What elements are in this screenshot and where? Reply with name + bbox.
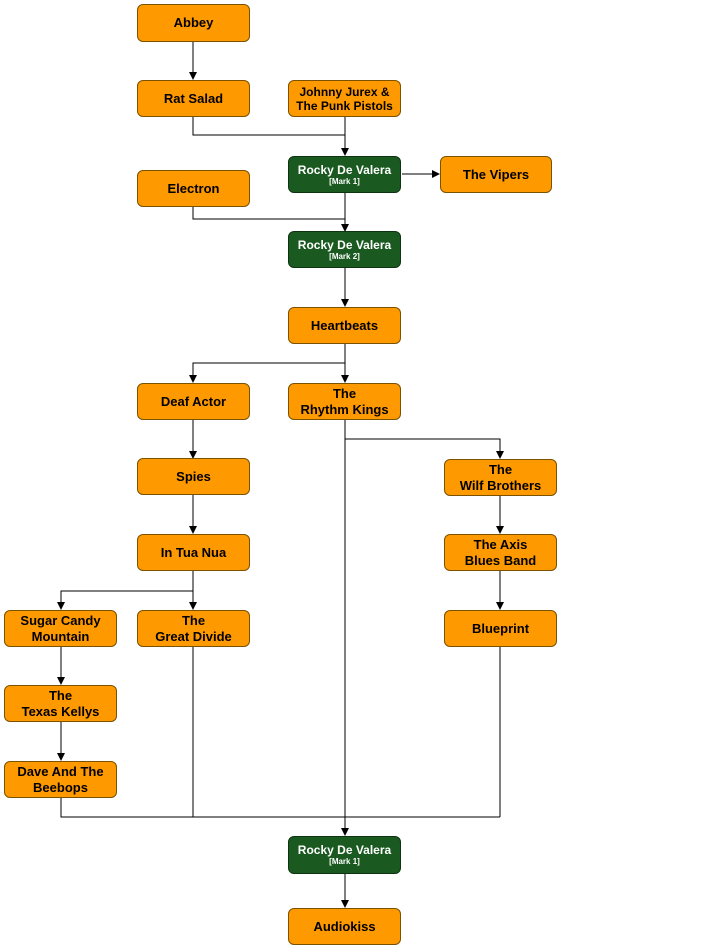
node-label: Rocky De Valera — [297, 162, 392, 177]
node-label: Rocky De Valera — [297, 843, 392, 857]
node-sublabel: [Mark 1] — [329, 176, 360, 186]
node-label-line1: The — [488, 461, 513, 477]
node-blueprint: Blueprint — [444, 610, 557, 647]
node-spies: Spies — [137, 458, 250, 495]
node-rhythm-kings: The Rhythm Kings — [288, 383, 401, 420]
node-texas-kellys: The Texas Kellys — [4, 685, 117, 722]
node-label-line2: Great Divide — [155, 628, 232, 644]
node-label-line2: Texas Kellys — [21, 703, 100, 719]
node-label: Electron — [167, 180, 220, 196]
node-audiokiss: Audiokiss — [288, 908, 401, 945]
node-label-line1: The Axis — [473, 536, 528, 552]
node-label-line1: Dave And The — [17, 763, 104, 779]
node-dave-and-the-beebops: Dave And The Beebops — [4, 761, 117, 798]
edge-in-tua-nua-sugar-candy — [57, 590, 193, 610]
node-label: Heartbeats — [310, 317, 379, 333]
edge-electron-rdv2 — [192, 207, 345, 220]
node-the-vipers: The Vipers — [440, 156, 552, 193]
node-label: Blueprint — [471, 620, 530, 636]
edge-rhythm-kings-wilf — [345, 438, 504, 459]
node-label-line2: Wilf Brothers — [459, 477, 542, 493]
node-axis-blues-band: The Axis Blues Band — [444, 534, 557, 571]
node-label-line1: The — [332, 385, 357, 401]
node-wilf-brothers: The Wilf Brothers — [444, 459, 557, 496]
edge-rat-salad-rdv1 — [192, 117, 345, 136]
edge-heartbeats-deaf-actor — [189, 362, 345, 383]
node-label: In Tua Nua — [160, 544, 227, 560]
node-rocky-de-valera-mark1-bottom: Rocky De Valera [Mark 1] — [288, 836, 401, 874]
node-rocky-de-valera-mark2: Rocky De Valera [Mark 2] — [288, 231, 401, 268]
node-label: Rat Salad — [163, 90, 224, 106]
node-label-line2: The Punk Pistols — [296, 98, 393, 113]
node-great-divide: The Great Divide — [137, 610, 250, 647]
node-label-line1: The — [48, 687, 73, 703]
node-in-tua-nua: In Tua Nua — [137, 534, 250, 571]
node-label: Spies — [176, 468, 211, 484]
node-label: Deaf Actor — [160, 393, 227, 409]
node-label-line1: Sugar Candy — [20, 612, 101, 628]
node-label-line1: The — [181, 612, 206, 628]
node-sublabel: [Mark 1] — [329, 857, 360, 866]
node-label: The Vipers — [462, 166, 530, 182]
node-sugar-candy-mountain: Sugar Candy Mountain — [4, 610, 117, 647]
node-label-line2: Rhythm Kings — [300, 401, 389, 417]
node-johnny-jurex: Johnny Jurex & The Punk Pistols — [288, 80, 401, 117]
edge-dave-converge — [60, 798, 500, 818]
node-heartbeats: Heartbeats — [288, 307, 401, 344]
node-label: Abbey — [173, 15, 214, 30]
node-electron: Electron — [137, 170, 250, 207]
node-label-line1: Johnny Jurex & — [299, 84, 390, 99]
node-abbey: Abbey — [137, 4, 250, 42]
node-rat-salad: Rat Salad — [137, 80, 250, 117]
node-label-line2: Beebops — [33, 779, 88, 795]
node-deaf-actor: Deaf Actor — [137, 383, 250, 420]
node-label: Rocky De Valera — [297, 237, 392, 252]
node-label: Audiokiss — [313, 918, 376, 934]
node-rocky-de-valera-mark1-top: Rocky De Valera [Mark 1] — [288, 156, 401, 193]
node-sublabel: [Mark 2] — [329, 251, 360, 261]
node-label-line2: Mountain — [31, 628, 90, 644]
node-label-line2: Blues Band — [464, 552, 537, 568]
